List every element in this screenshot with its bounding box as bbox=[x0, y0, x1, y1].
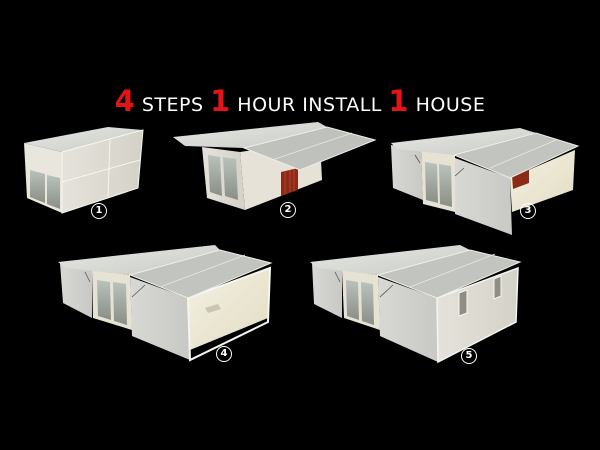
step-1-container bbox=[24, 127, 144, 214]
step-5-completed-house bbox=[310, 245, 522, 364]
headline-word-house: HOUSE bbox=[409, 94, 486, 116]
step-4-expanded-open bbox=[58, 245, 273, 362]
headline-number-hour: 1 bbox=[210, 84, 231, 118]
headline: 4 STEPS 1 HOUR INSTALL 1 HOUSE bbox=[0, 84, 600, 118]
step-5-number-badge: 5 bbox=[461, 348, 477, 364]
step-2-unfolding-roof bbox=[173, 122, 377, 210]
headline-number-house: 1 bbox=[388, 84, 410, 118]
step-2-number-badge: 2 bbox=[280, 202, 296, 218]
step-1-number-badge: 1 bbox=[91, 203, 107, 219]
step-4-number-badge: 4 bbox=[216, 346, 232, 362]
step-3-walls-lowering bbox=[391, 128, 580, 235]
step-3-number-badge: 3 bbox=[520, 203, 536, 219]
headline-number-steps: 4 bbox=[114, 84, 136, 118]
headline-word-hour-install: HOUR INSTALL bbox=[230, 94, 389, 116]
headline-word-steps: STEPS bbox=[135, 94, 211, 116]
